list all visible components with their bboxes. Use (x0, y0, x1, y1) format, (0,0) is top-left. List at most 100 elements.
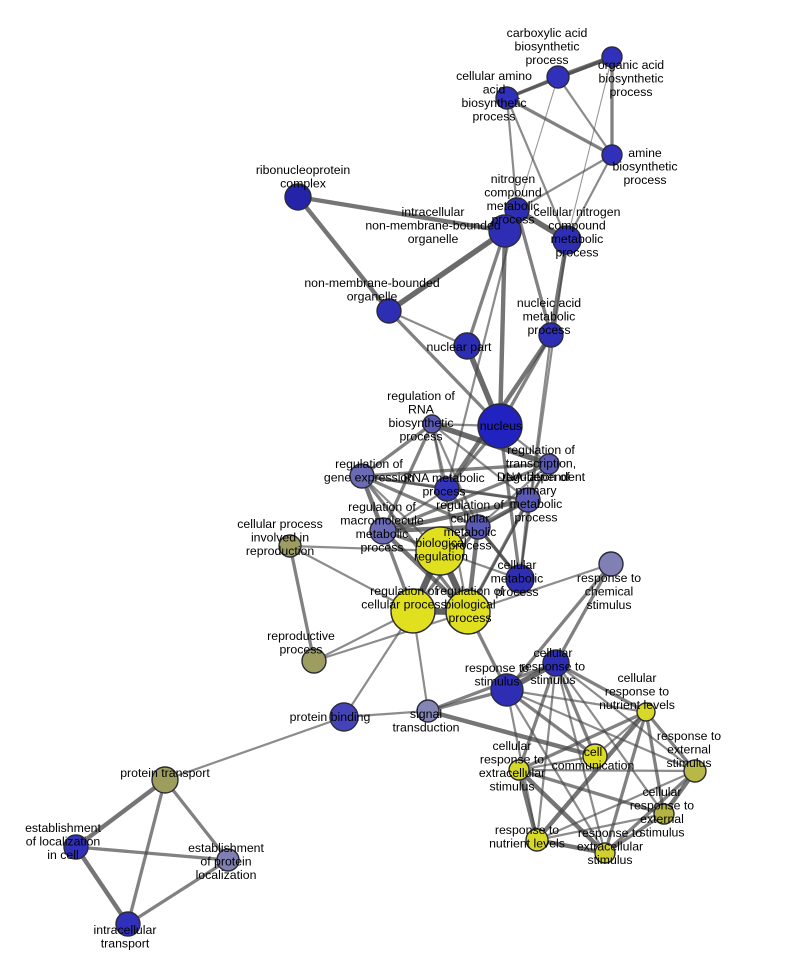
node-ribonucleoprotein-complex[interactable] (284, 183, 312, 211)
node-nuclear-part[interactable] (453, 332, 481, 360)
node-nucleus[interactable] (477, 403, 523, 449)
edge-regulation-of-transcription-dna-dependent--regulation-of-cellular-metabolic-process[interactable] (476, 462, 551, 529)
edge-response-to-external-stimulus--response-to-nutrient-levels[interactable] (535, 769, 697, 842)
edge-cellular-response-to-nutrient-levels--cellular-response-to-extracellular-stimulus[interactable] (517, 710, 648, 772)
edge-response-to-external-stimulus--cellular-response-to-extracellular-stimulus[interactable] (517, 768, 697, 773)
edge-intracellular-non-membrane-bounded-organelle--non-membrane-bounded-organelle[interactable] (386, 228, 508, 314)
edge-reproductive-process--regulation-of-biological-process[interactable] (312, 610, 470, 663)
edge-rna-metabolic-process--regulation-of-primary-metabolic-process[interactable] (445, 487, 530, 502)
node-cellular-response-to-stimulus[interactable] (542, 649, 570, 677)
edge-cellular-response-to-stimulus--cellular-response-to-extracellular-stimulus[interactable] (517, 661, 558, 772)
edge-response-to-external-stimulus--response-to-extracellular-stimulus[interactable] (603, 769, 697, 855)
edge-response-to-stimulus--cell-communication[interactable] (505, 688, 597, 758)
node-biological-regulation[interactable] (415, 526, 465, 576)
edge-cellular-response-to-stimulus--cellular-response-to-external-stimulus[interactable] (554, 661, 666, 816)
edge-establishment-of-protein-localization--intracellular-transport[interactable] (126, 858, 230, 926)
node-regulation-of-macromolecule-metabolic-process[interactable] (369, 517, 397, 545)
edge-cellular-process-involved-in-reproduction--reproductive-process[interactable] (288, 544, 316, 663)
node-signal-transduction[interactable] (416, 699, 440, 723)
node-regulation-of-primary-metabolic-process[interactable] (515, 487, 541, 513)
node-cellular-amino-acid-biosynthetic-process[interactable] (495, 86, 519, 110)
edge-cellular-response-to-nutrient-levels--cellular-response-to-external-stimulus[interactable] (644, 710, 666, 816)
edge-response-to-stimulus--response-to-extracellular-stimulus[interactable] (505, 688, 607, 855)
edge-ribonucleoprotein-complex--intracellular-non-membrane-bounded-organelle[interactable] (295, 194, 508, 234)
edge-response-to-stimulus--response-to-chemical-stimulus[interactable] (505, 562, 613, 692)
edge-nitrogen-compound-metabolic-process--nucleic-acid-metabolic-process[interactable] (515, 208, 553, 337)
node-carboxylic-acid-biosynthetic-process[interactable] (546, 65, 570, 89)
node-protein-binding[interactable] (329, 702, 359, 732)
edge-regulation-of-gene-expression--regulation-of-biological-process[interactable] (360, 474, 470, 614)
edge-non-membrane-bounded-organelle--nuclear-part[interactable] (387, 309, 469, 348)
node-protein-transport[interactable] (151, 766, 179, 794)
edge-protein-transport--establishment-of-protein-localization[interactable] (163, 778, 230, 862)
node-response-to-stimulus[interactable] (490, 673, 524, 707)
edge-non-membrane-bounded-organelle--nucleus[interactable] (387, 309, 502, 428)
node-cell-communication[interactable] (582, 743, 608, 769)
node-response-to-external-stimulus[interactable] (683, 759, 707, 783)
node-establishment-of-protein-localization[interactable] (216, 848, 240, 872)
edge-establishment-of-localization-in-cell--intracellular-transport[interactable] (73, 844, 131, 927)
edge-organic-acid-biosynthetic-process--cellular-nitrogen-compound-metabolic-process[interactable] (566, 56, 613, 241)
node-cellular-response-to-external-stimulus[interactable] (653, 803, 675, 825)
node-response-to-nutrient-levels[interactable] (525, 828, 549, 852)
node-establishment-of-localization-in-cell[interactable] (63, 834, 89, 860)
edge-protein-transport--establishment-of-localization-in-cell[interactable] (73, 777, 168, 850)
node-regulation-of-rna-biosynthetic-process[interactable] (422, 414, 442, 434)
edge-intracellular-non-membrane-bounded-organelle--nucleus[interactable] (497, 228, 508, 429)
edge-regulation-of-macromolecule-metabolic-process--regulation-of-primary-metabolic-process[interactable] (380, 497, 531, 534)
node-rna-metabolic-process[interactable] (434, 476, 460, 502)
node-non-membrane-bounded-organelle[interactable] (376, 298, 402, 324)
edge-cellular-response-to-extracellular-stimulus--response-to-nutrient-levels[interactable] (516, 767, 540, 843)
edge-response-to-stimulus--response-to-external-stimulus[interactable] (505, 688, 697, 773)
edge-regulation-of-transcription-dna-dependent--regulation-of-macromolecule-metabolic-process[interactable] (381, 462, 551, 533)
edge-cellular-process-involved-in-reproduction--biological-regulation[interactable] (288, 544, 442, 553)
edge-amine-biosynthetic-process--nitrogen-compound-metabolic-process[interactable] (515, 153, 614, 212)
edge-regulation-of-transcription-dna-dependent--regulation-of-gene-expression[interactable] (360, 462, 551, 478)
node-organic-acid-biosynthetic-process[interactable] (601, 46, 623, 68)
edge-regulation-of-rna-biosynthetic-process--regulation-of-gene-expression[interactable] (360, 422, 434, 478)
edge-cellular-response-to-extracellular-stimulus--cell-communication[interactable] (517, 754, 597, 772)
edge-cellular-response-to-extracellular-stimulus--response-to-extracellular-stimulus[interactable] (516, 767, 608, 856)
node-cellular-response-to-nutrient-levels[interactable] (636, 702, 656, 722)
edge-cellular-metabolic-process--nucleic-acid-metabolic-process[interactable] (518, 333, 553, 581)
node-regulation-of-biological-process[interactable] (445, 589, 491, 635)
edge-carboxylic-acid-biosynthetic-process--nitrogen-compound-metabolic-process[interactable] (516, 76, 559, 211)
node-regulation-of-gene-expression[interactable] (349, 463, 375, 489)
node-amine-biosynthetic-process[interactable] (601, 144, 623, 166)
edge-cellular-response-to-nutrient-levels--response-to-external-stimulus[interactable] (644, 710, 697, 773)
node-intracellular-transport[interactable] (115, 911, 141, 937)
node-cellular-nitrogen-compound-metabolic-process[interactable] (552, 225, 582, 255)
node-nucleic-acid-metabolic-process[interactable] (538, 322, 564, 348)
node-regulation-of-transcription-dna-dependent[interactable] (538, 453, 560, 475)
edge-protein-binding--protein-transport[interactable] (163, 715, 346, 782)
edge-cellular-response-to-stimulus--response-to-chemical-stimulus[interactable] (554, 562, 613, 665)
edge-cellular-response-to-extracellular-stimulus--cellular-response-to-external-stimulus[interactable] (517, 768, 666, 816)
node-regulation-of-cellular-process[interactable] (390, 588, 436, 634)
edge-cellular-response-to-stimulus--response-to-nutrient-levels[interactable] (535, 661, 558, 842)
node-intracellular-non-membrane-bounded-organelle[interactable] (488, 214, 522, 248)
edge-cellular-amino-acid-biosynthetic-process--cellular-nitrogen-compound-metabolic-process[interactable] (505, 96, 569, 242)
edge-cellular-amino-acid-biosynthetic-process--nitrogen-compound-metabolic-process[interactable] (505, 96, 519, 212)
node-regulation-of-cellular-metabolic-process[interactable] (465, 514, 491, 540)
edge-amine-biosynthetic-process--cellular-nitrogen-compound-metabolic-process[interactable] (565, 153, 614, 242)
edge-cellular-response-to-stimulus--cellular-response-to-nutrient-levels[interactable] (554, 661, 648, 714)
node-cellular-process-involved-in-reproduction[interactable] (278, 534, 302, 558)
edge-response-to-chemical-stimulus--regulation-of-biological-process[interactable] (466, 562, 613, 614)
edge-cellular-response-to-external-stimulus--response-to-extracellular-stimulus[interactable] (603, 812, 666, 855)
edge-intracellular-non-membrane-bounded-organelle--nuclear-part[interactable] (465, 229, 507, 348)
edge-carboxylic-acid-biosynthetic-process--amine-biosynthetic-process[interactable] (556, 75, 614, 157)
edge-regulation-of-gene-expression--regulation-of-cellular-metabolic-process[interactable] (360, 474, 480, 529)
edge-response-to-stimulus--cellular-response-to-nutrient-levels[interactable] (505, 688, 648, 714)
edge-cellular-response-to-external-stimulus--response-to-nutrient-levels[interactable] (535, 812, 666, 842)
edge-cellular-response-to-nutrient-levels--response-to-nutrient-levels[interactable] (534, 709, 649, 843)
edge-cellular-process-involved-in-reproduction--regulation-of-cellular-process[interactable] (288, 544, 415, 613)
edge-cellular-response-to-nutrient-levels--response-to-extracellular-stimulus[interactable] (603, 710, 648, 855)
node-cellular-metabolic-process[interactable] (505, 564, 535, 594)
edge-cellular-response-to-stimulus--cell-communication[interactable] (554, 661, 597, 758)
edge-establishment-of-localization-in-cell--establishment-of-protein-localization[interactable] (74, 845, 230, 862)
node-reproductive-process[interactable] (301, 648, 327, 674)
node-response-to-extracellular-stimulus[interactable] (594, 842, 616, 864)
node-response-to-chemical-stimulus[interactable] (598, 551, 624, 577)
